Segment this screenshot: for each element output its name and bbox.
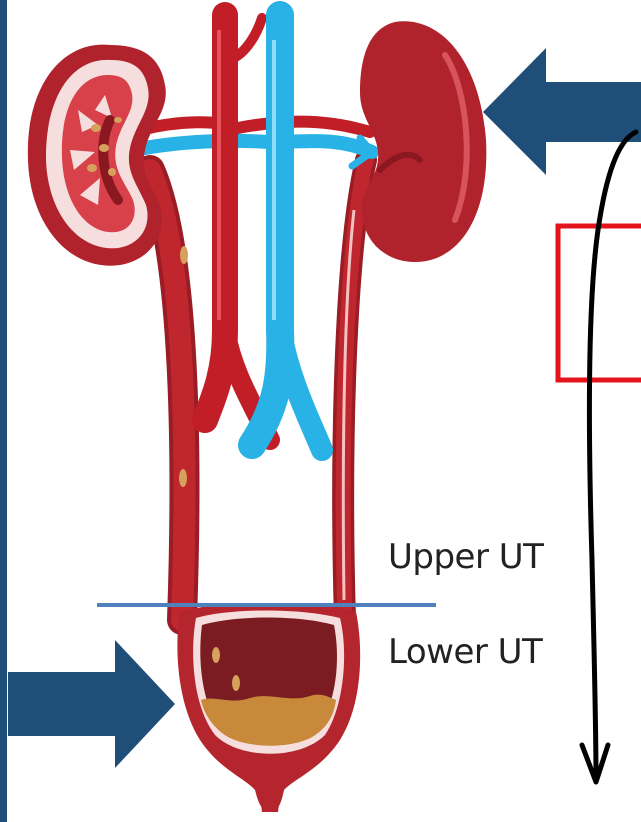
vena-cava [252, 15, 322, 450]
down-arrow-icon [590, 132, 636, 780]
right-kidney [360, 21, 486, 262]
ureters [150, 160, 366, 620]
kidney-stone [114, 117, 122, 123]
bladder [177, 603, 360, 812]
renal-vessels [140, 122, 372, 166]
highlight-box [558, 226, 641, 380]
kidney-stone [91, 124, 101, 132]
ureter-stone [179, 469, 187, 487]
lower-ut-label: Lower UT [388, 632, 542, 672]
kidney-stone [87, 164, 97, 172]
kidney-stone [99, 144, 109, 152]
kidney-stone [108, 168, 116, 176]
left-border [0, 0, 7, 822]
ureter-stone [180, 246, 188, 264]
upper-ut-label: Upper UT [388, 537, 543, 577]
right-pointing-arrow-icon [8, 640, 175, 768]
bladder-stone [212, 647, 220, 663]
left-kidney [28, 45, 166, 266]
bladder-stone [232, 675, 240, 691]
aorta [205, 15, 270, 440]
